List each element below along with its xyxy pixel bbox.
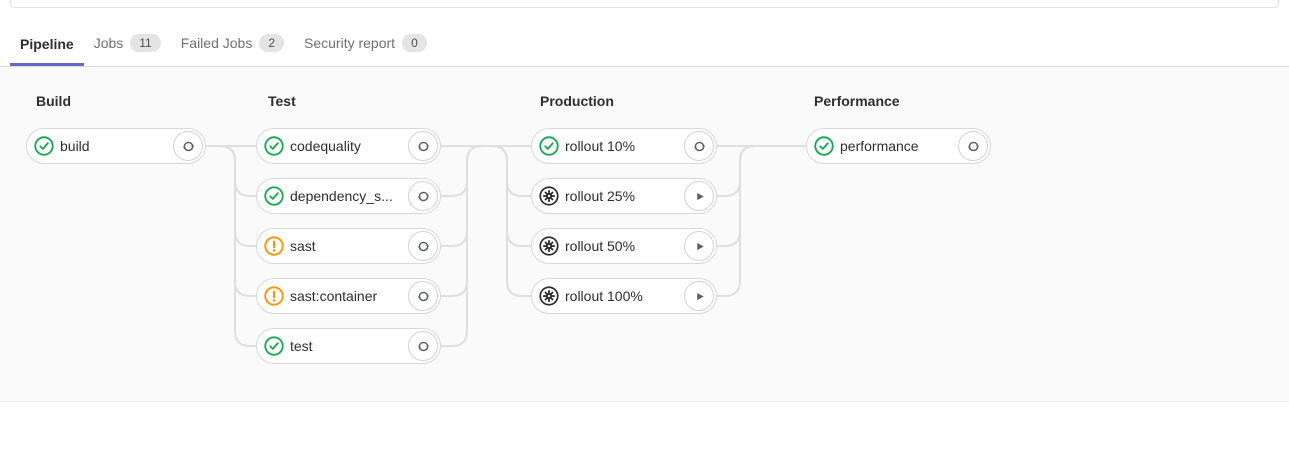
status-warning-icon [264,286,284,306]
retry-button[interactable] [408,281,438,311]
retry-button[interactable] [408,181,438,211]
status-warning-icon [264,236,284,256]
status-success-icon [264,336,284,356]
job-performance[interactable]: performance [806,128,991,164]
retry-button[interactable] [173,131,203,161]
stage-title-production: Production [540,93,614,109]
play-button[interactable] [684,231,714,261]
status-manual-icon [539,286,559,306]
jobs-count-badge: 11 [130,34,161,52]
tab-failed-jobs[interactable]: Failed Jobs 2 [171,28,294,66]
job-dependency-scanning[interactable]: dependency_s... [256,178,441,214]
stage-title-build: Build [36,93,71,109]
play-button[interactable] [684,181,714,211]
job-sast[interactable]: sast [256,228,441,264]
retry-button[interactable] [958,131,988,161]
security-report-count-badge: 0 [402,34,427,52]
job-test[interactable]: test [256,328,441,364]
status-success-icon [814,136,834,156]
job-build[interactable]: build [26,128,206,164]
stage-title-performance: Performance [814,93,900,109]
status-success-icon [264,136,284,156]
job-sast-container[interactable]: sast:container [256,278,441,314]
previous-section-bottom-edge [10,0,1279,8]
status-manual-icon [539,186,559,206]
retry-button[interactable] [408,331,438,361]
status-manual-icon [539,236,559,256]
job-codequality[interactable]: codequality [256,128,441,164]
job-rollout-25[interactable]: rollout 25% [531,178,717,214]
retry-button[interactable] [684,131,714,161]
tab-jobs[interactable]: Jobs 11 [84,28,171,66]
tab-security-report[interactable]: Security report 0 [294,28,437,66]
status-success-icon [34,136,54,156]
failed-jobs-count-badge: 2 [259,34,285,52]
status-success-icon [539,136,559,156]
retry-button[interactable] [408,231,438,261]
tab-pipeline[interactable]: Pipeline [10,30,84,66]
status-success-icon [264,186,284,206]
pipeline-tabs: Pipeline Jobs 11 Failed Jobs 2 Security … [0,28,1289,67]
job-rollout-50[interactable]: rollout 50% [531,228,717,264]
retry-button[interactable] [408,131,438,161]
play-button[interactable] [684,281,714,311]
job-rollout-10[interactable]: rollout 10% [531,128,717,164]
pipeline-graph: Build Test Production Performance build … [0,67,1289,402]
stage-title-test: Test [268,93,296,109]
job-rollout-100[interactable]: rollout 100% [531,278,717,314]
